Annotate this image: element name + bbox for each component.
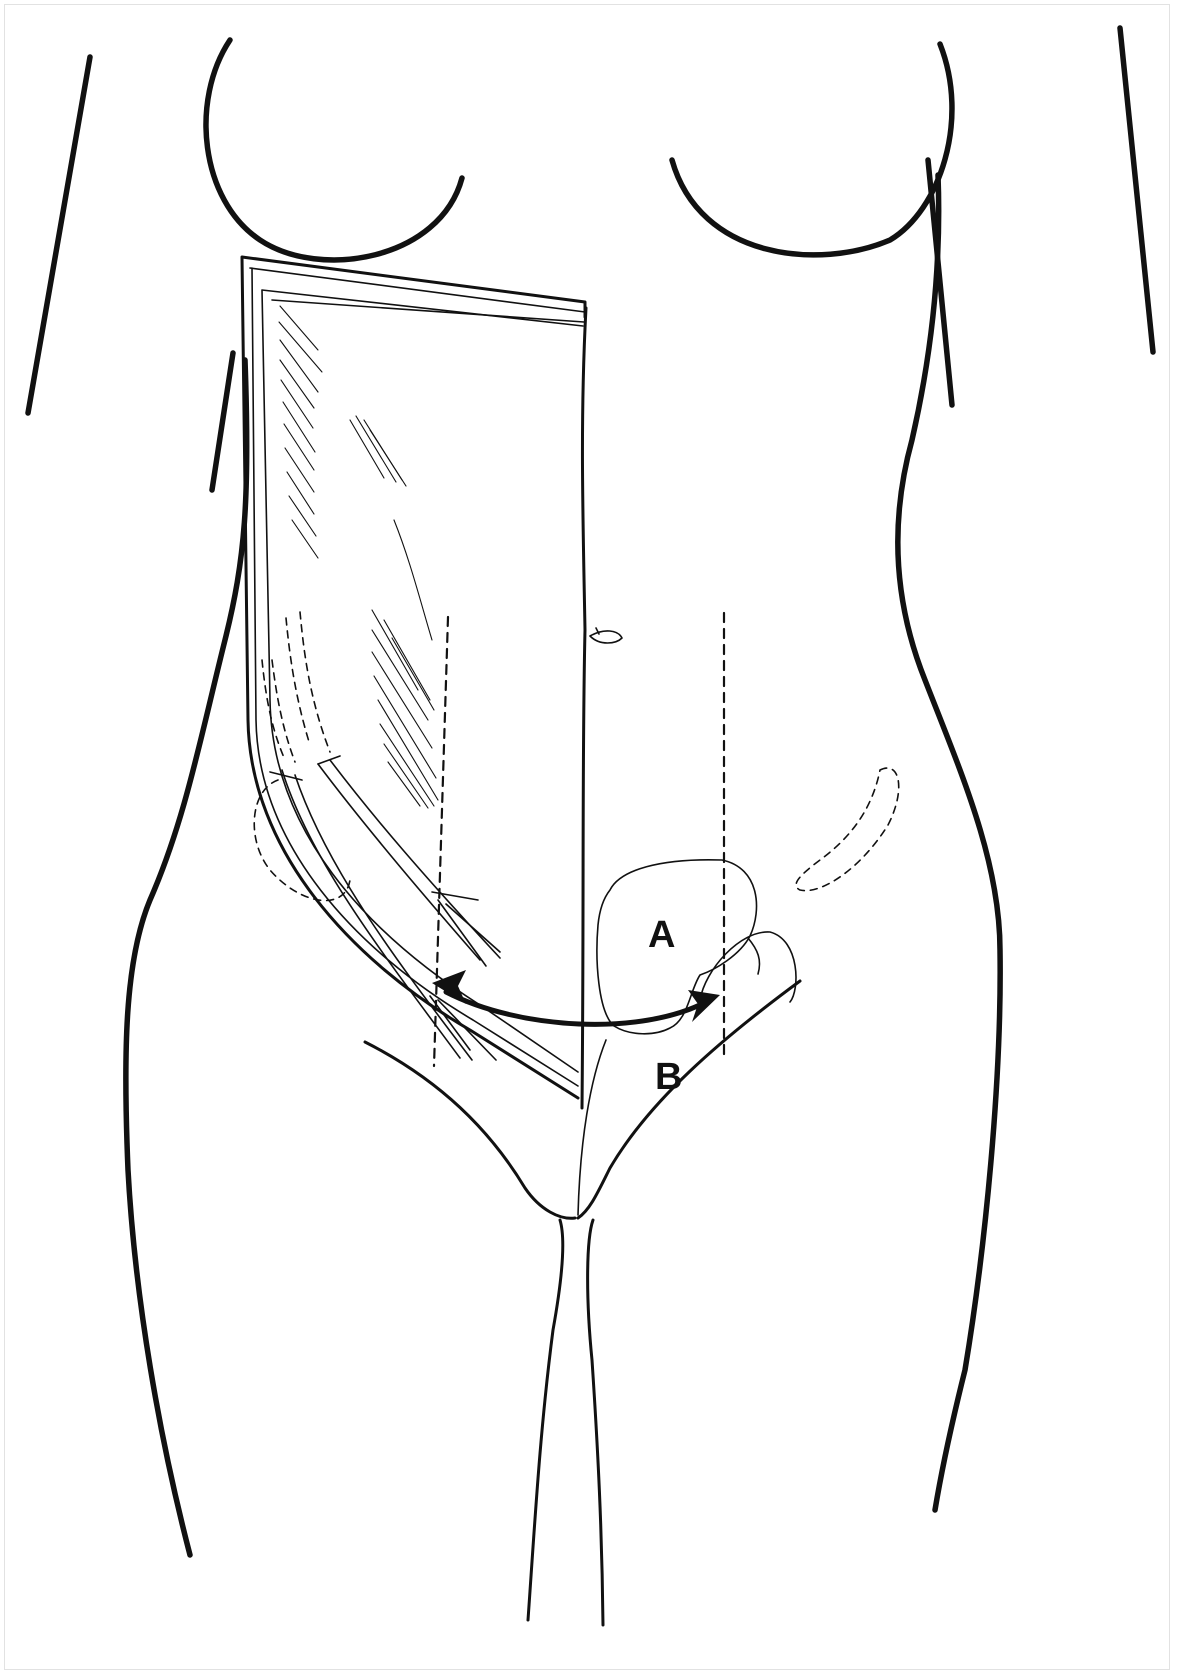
dashed-vessel-2 [300, 612, 330, 752]
label-a: A [648, 914, 675, 956]
flap-b-outline [700, 932, 796, 1002]
breasts [206, 40, 952, 260]
midline-incision [582, 308, 586, 1108]
vessel-1 [282, 770, 460, 1058]
flap-edge-2 [250, 268, 585, 1086]
flap-inner-edge [272, 300, 584, 322]
navel-outline [590, 631, 622, 643]
left-arm-outline [1120, 28, 1153, 352]
flap-outer-edge [242, 257, 585, 1098]
dashed-vessel-1 [286, 618, 310, 745]
rotation-arrow [432, 970, 720, 1024]
vessel-bundle [270, 756, 500, 1060]
arrow-curve [446, 992, 706, 1024]
inner-thigh-left [588, 1220, 603, 1625]
incision-guides [434, 613, 724, 1066]
right-flank-outline [126, 360, 247, 1555]
left-groin-crease [578, 981, 800, 1218]
umbilicus [590, 628, 622, 643]
left-dashed-vessel [796, 768, 899, 891]
right-breast-outline [206, 40, 462, 260]
flap-hatching [279, 306, 438, 808]
abdominal-flap [242, 257, 586, 1108]
right-flank-upper [212, 353, 233, 490]
label-b: B [655, 1056, 682, 1098]
inner-thigh-right [528, 1220, 563, 1620]
right-arm-outline [28, 57, 90, 413]
arms [28, 28, 1153, 413]
right-dashed-guide [434, 617, 448, 1066]
left-breast-outline [672, 44, 952, 255]
torso-outline [126, 160, 1000, 1555]
right-groin-crease [365, 1042, 575, 1218]
